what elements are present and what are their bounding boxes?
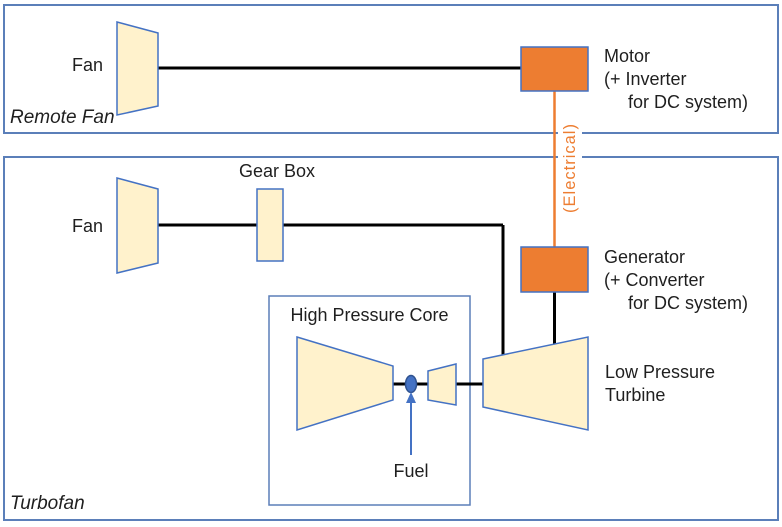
generator-label-line2: (+ Converter bbox=[604, 270, 705, 290]
fuel-arrowhead-icon bbox=[406, 392, 416, 403]
hp-core-label: High Pressure Core bbox=[290, 305, 449, 325]
remote-fan-label: Fan bbox=[72, 55, 104, 75]
turbofan-section-label: Turbofan bbox=[10, 493, 85, 514]
motor-label-line3: for DC system) bbox=[628, 92, 749, 112]
motor-label: Motor (+ Inverter for DC system) bbox=[604, 45, 748, 114]
electrical-label: (Electrical) bbox=[558, 118, 582, 218]
remote-fan-section-label: Remote Fan bbox=[10, 107, 115, 128]
gearbox-shape bbox=[256, 188, 284, 262]
lpt-label-line1: Low Pressure bbox=[605, 362, 716, 382]
combustor-dot bbox=[404, 374, 418, 394]
remote-fan-shape bbox=[116, 21, 159, 116]
fuel-label: Fuel bbox=[393, 461, 429, 481]
generator-block bbox=[520, 246, 589, 293]
turbofan-fan-shape bbox=[116, 177, 159, 274]
turbofan-fan-label: Fan bbox=[72, 216, 104, 236]
hp-turbine-shape bbox=[427, 363, 457, 406]
generator-label-line3: for DC system) bbox=[628, 293, 749, 313]
generator-label-line1: Generator bbox=[604, 247, 686, 267]
lpt-label-line2: Turbine bbox=[605, 385, 666, 405]
motor-label-line2: (+ Inverter bbox=[604, 69, 687, 89]
generator-label: Generator (+ Converter for DC system) bbox=[604, 246, 748, 315]
lpt-label: Low Pressure Turbine bbox=[605, 361, 715, 407]
hp-compressor-shape bbox=[296, 335, 394, 432]
motor-label-line1: Motor bbox=[604, 46, 651, 66]
gearbox-label: Gear Box bbox=[239, 161, 316, 181]
motor-block bbox=[520, 46, 589, 92]
low-pressure-turbine-shape bbox=[482, 336, 589, 431]
